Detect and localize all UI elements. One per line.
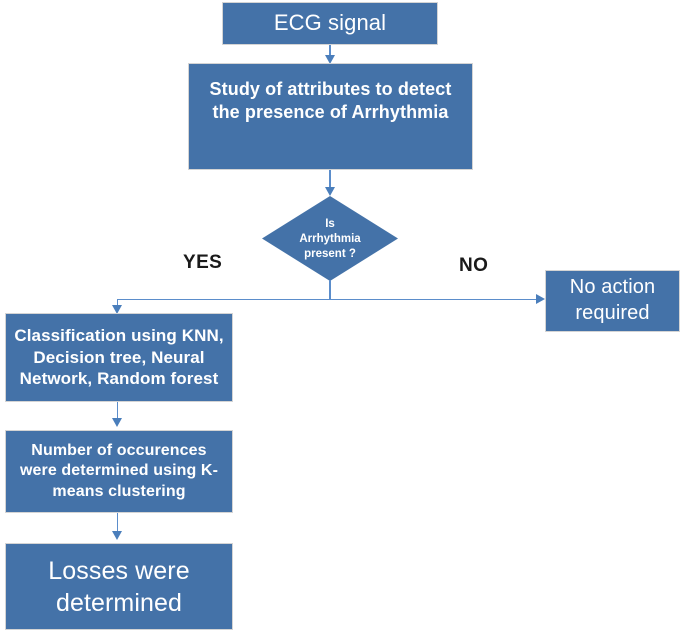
connector-yes-horizontal <box>117 298 330 301</box>
node-label-ecg-signal: ECG signal <box>273 10 387 36</box>
branch-label-no: NO <box>459 255 489 276</box>
flowchart-node-losses-determined: Losses were determined <box>5 543 233 630</box>
node-label-kmeans-clustering: Number of occurences were determined usi… <box>20 441 218 500</box>
flowchart-node-kmeans-clustering: Number of occurences were determined usi… <box>5 430 233 513</box>
arrowhead-classification-to-kmeans <box>112 418 122 427</box>
flowchart-node-study-attributes: Study of attributes to detect the presen… <box>188 63 473 170</box>
connector-ecg-to-study <box>329 45 331 57</box>
connector-classification-to-kmeans <box>116 402 119 419</box>
arrowhead-kmeans-to-losses <box>112 531 122 540</box>
node-label-classification: Classification using KNN, Decision tree,… <box>14 325 224 389</box>
connector-no-horizontal <box>329 298 537 301</box>
node-label-decision-arrhythmia-present: Is Arrhythmia present ? <box>299 217 361 261</box>
node-label-no-action-required: No action required <box>569 276 656 324</box>
flowchart-node-classification: Classification using KNN, Decision tree,… <box>5 313 233 402</box>
connector-kmeans-to-losses <box>116 513 119 532</box>
arrowhead-study-to-decision <box>324 187 335 196</box>
connector-study-to-decision <box>329 170 331 188</box>
arrowhead-yes-to-classification <box>112 305 122 314</box>
flowchart-node-ecg-signal: ECG signal <box>222 2 438 45</box>
flowchart-node-no-action-required: No action required <box>545 270 680 332</box>
connector-decision-stub <box>329 280 331 300</box>
node-label-study-attributes: Study of attributes to detect the presen… <box>209 79 452 123</box>
arrowhead-no-to-no-action <box>536 294 545 304</box>
arrowhead-ecg-to-study <box>324 55 335 64</box>
branch-label-yes: YES <box>183 252 223 273</box>
node-label-losses-determined: Losses were determined <box>48 556 190 617</box>
flowchart-node-decision-arrhythmia-present: Is Arrhythmia present ? <box>262 196 398 281</box>
